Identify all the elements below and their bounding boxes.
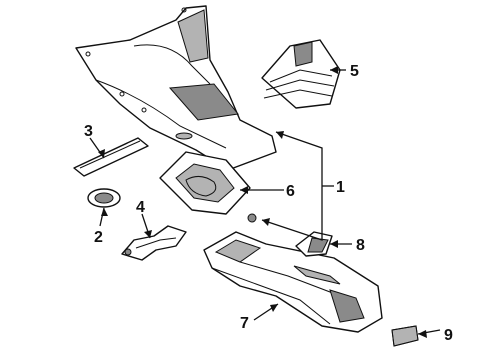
part-plug [87,188,121,208]
callout-1: 1 [336,179,345,196]
arrow-1-bottom [262,218,270,226]
part-bracket [121,225,187,261]
leader-1 [261,131,323,241]
arrow-3 [98,149,105,158]
callout-7: 7 [240,315,249,332]
callout-4: 4 [136,199,145,216]
part-clip [295,231,333,257]
callout-5: 5 [350,63,359,80]
arrow-8 [330,240,338,248]
part-console-upper [75,5,277,171]
arrowheads [98,66,427,338]
arrow-4 [144,230,152,238]
arrow-7 [270,304,278,312]
part-trim-strip [73,137,149,177]
callout-6: 6 [286,183,295,200]
callout-3: 3 [84,123,93,140]
callout-9: 9 [444,327,453,344]
arrow-9 [418,330,427,338]
part-shift-plate [159,151,257,223]
arrow-2 [101,208,108,216]
arrow-6 [240,186,248,194]
part-console-rear [203,231,383,333]
arrow-1-top [276,131,284,139]
callout-8: 8 [356,237,365,254]
part-cover-plate [391,325,419,347]
arrow-5 [330,66,338,74]
part-shift-boot [261,39,341,109]
callout-2: 2 [94,229,103,246]
